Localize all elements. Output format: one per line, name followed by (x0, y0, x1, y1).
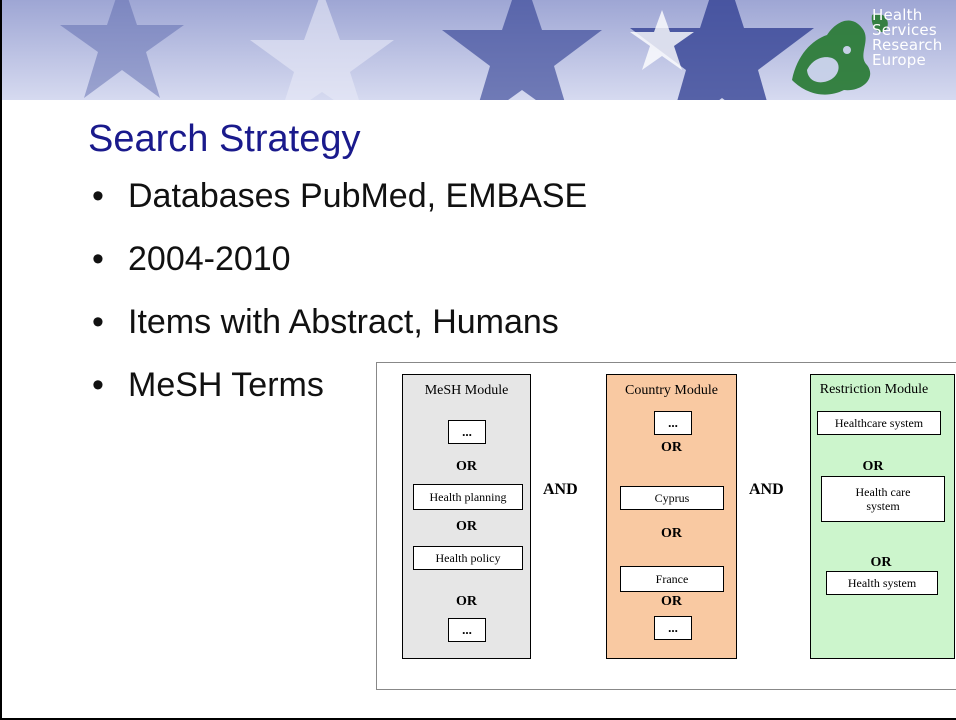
header-banner: Health Services Research Europe (2, 0, 956, 140)
bullet-item: • Items with Abstract, Humans (92, 302, 587, 365)
banner-background (2, 0, 956, 140)
bullet-item: • 2004-2010 (92, 239, 587, 302)
bullet-text: Items with Abstract, Humans (128, 303, 559, 341)
or-operator: OR (870, 555, 892, 570)
bullet-text: Databases PubMed, EMBASE (128, 177, 588, 215)
mesh-module: MeSH Module ... OR Health planning OR He… (402, 374, 531, 659)
or-operator: OR (456, 519, 477, 534)
or-operator: OR (862, 459, 884, 474)
or-operator: OR (661, 440, 682, 455)
country-item: France (620, 566, 724, 592)
bullet-list: • Databases PubMed, EMBASE • 2004-2010 • It… (92, 176, 587, 428)
bullet-text: 2004-2010 (128, 240, 291, 278)
bullet-text: MeSH Terms (128, 366, 324, 404)
star-icon (250, 0, 394, 122)
bullet-icon: • (92, 177, 104, 215)
mesh-item: ... (448, 420, 486, 444)
bullet-item: • Databases PubMed, EMBASE (92, 176, 587, 239)
module-title: MeSH Module (424, 383, 509, 398)
and-operator: AND (749, 481, 784, 498)
brand-line: Research (872, 36, 943, 54)
search-diagram: MeSH Module ... OR Health planning OR He… (376, 362, 956, 690)
restriction-module: Restriction Module Healthcare system OR … (810, 374, 955, 659)
mesh-item: ... (448, 618, 486, 642)
and-operator: AND (543, 481, 578, 498)
country-module: Country Module ... OR Cyprus OR France O… (606, 374, 737, 659)
country-item: ... (654, 616, 692, 640)
restriction-item: Healthcare system (817, 411, 941, 435)
star-icon (630, 10, 694, 70)
or-operator: OR (456, 459, 477, 474)
or-operator: OR (456, 594, 477, 609)
brand-logo: Health Services Research Europe (872, 8, 952, 92)
country-item: ... (654, 411, 692, 435)
star-icon (442, 0, 602, 126)
restriction-item: Health care system (821, 476, 945, 522)
or-operator: OR (661, 526, 682, 541)
country-item: Cyprus (620, 486, 724, 510)
bullet-icon: • (92, 240, 104, 278)
restriction-item: Health system (826, 571, 938, 595)
star-icon (60, 0, 184, 98)
europe-map-icon (792, 13, 888, 95)
module-title: Restriction Module (819, 382, 929, 397)
brand-line: Europe (872, 51, 926, 69)
bullet-icon: • (92, 366, 104, 404)
mesh-item: Health planning (413, 484, 523, 510)
bullet-icon: • (92, 303, 104, 341)
brand-line: Services (872, 21, 937, 39)
or-operator: OR (661, 594, 682, 609)
bullet-item: • MeSH Terms (92, 365, 587, 428)
mesh-item: Health policy (413, 546, 523, 570)
slide-title: Search Strategy (88, 118, 361, 160)
brand-line: Health (872, 6, 923, 24)
module-title: Country Module (625, 383, 718, 398)
